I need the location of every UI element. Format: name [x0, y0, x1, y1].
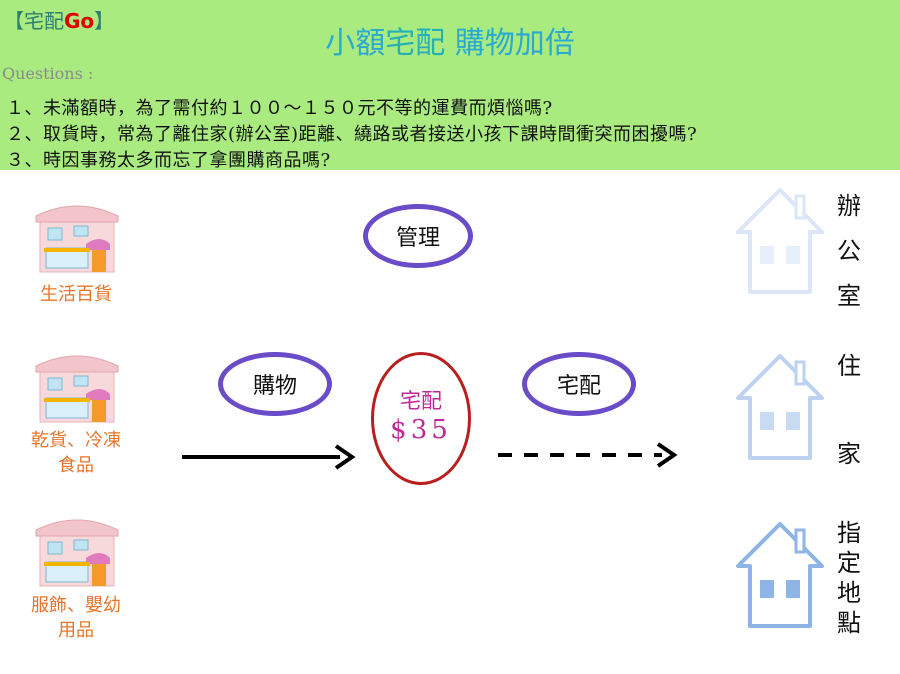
destination-label-office: 辦 公 室: [834, 184, 864, 319]
home-house-icon: [736, 354, 824, 460]
title-part3: 購物加倍: [445, 26, 575, 61]
question-2: ２、取貨時，常為了離住家(辦公室)距離、繞路或者接送小孩下課時間衝突而困擾嗎?: [6, 124, 698, 145]
store-label-3-line2: 用品: [58, 620, 94, 641]
shopping-label: 購物: [252, 374, 297, 399]
store-label-1-line1: 生活百貨: [40, 284, 112, 305]
designated-place-house-icon: [736, 522, 824, 628]
store-icon: [35, 519, 119, 587]
destination-office-char: 公: [837, 237, 861, 265]
questions-label: Questions :: [2, 64, 94, 83]
destination-home-char: 住: [837, 352, 861, 380]
question-3: ３、時因事務太多而忘了拿團購商品嗎?: [6, 150, 331, 171]
destination-home-char: 家: [837, 440, 861, 468]
brand-logo: 【宅配Go】: [4, 5, 114, 34]
destination-designated-char: 指: [837, 519, 861, 547]
brand-go: Go: [64, 9, 95, 33]
store-label-2: 乾貨、冷凍食品: [16, 428, 136, 478]
destination-designated-char: 地: [837, 579, 861, 607]
center-oval: 宅配 $35: [371, 352, 471, 485]
destination-label-home: 住 家: [834, 352, 864, 468]
store-label-1: 生活百貨: [16, 282, 136, 307]
brand-suffix: 】: [94, 9, 115, 33]
brand-prefix: 【宅配: [4, 9, 64, 33]
destination-designated-char: 定: [837, 549, 861, 577]
center-line1: 宅配: [400, 389, 442, 413]
center-price: $35: [390, 415, 452, 445]
delivery-label: 宅配: [556, 374, 601, 399]
dashed-arrow: [498, 442, 678, 468]
title-part2: 宅配: [385, 26, 446, 61]
title-part1: 小額: [325, 26, 386, 61]
store-icon: [35, 355, 119, 423]
store-icon: [35, 205, 119, 273]
store-label-2-line1: 乾貨、冷凍: [31, 430, 121, 451]
shopping-oval: 購物: [218, 352, 332, 416]
store-label-3: 服飾、嬰幼用品: [16, 593, 136, 643]
page-title: 小額宅配 購物加倍: [0, 18, 900, 62]
destination-office-char: 辦: [837, 192, 861, 220]
office-house-icon: [736, 188, 824, 294]
store-label-3-line1: 服飾、嬰幼: [31, 595, 121, 616]
destination-office-char: 室: [837, 282, 861, 310]
delivery-oval: 宅配: [522, 352, 636, 416]
destination-label-designated: 指 定 地 點: [834, 518, 864, 638]
management-label: 管理: [395, 226, 440, 251]
solid-arrow: [182, 444, 356, 470]
header-banner: 【宅配Go】 小額宅配 購物加倍 Questions : １、未滿額時，為了需付…: [0, 0, 900, 171]
management-oval: 管理: [363, 204, 473, 268]
store-label-2-line2: 食品: [58, 455, 94, 476]
question-1: １、未滿額時，為了需付約１００～１５０元不等的運費而煩惱嗎?: [6, 98, 553, 119]
destination-designated-char: 點: [837, 609, 861, 637]
